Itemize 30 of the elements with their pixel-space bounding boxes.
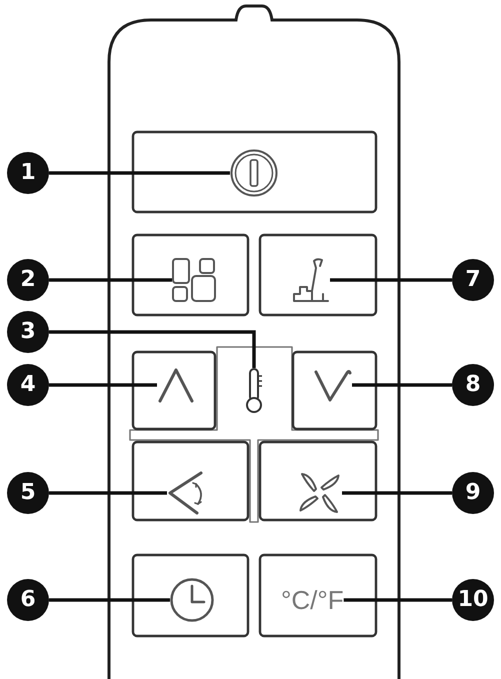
power-icon <box>230 149 278 197</box>
callout-number: 8 <box>452 364 494 406</box>
leader-line <box>49 598 170 602</box>
leader-line <box>49 383 157 387</box>
callout-number: 5 <box>7 472 49 514</box>
callout-number: 1 <box>7 152 49 194</box>
callout-number: 9 <box>452 472 494 514</box>
callout-number: 7 <box>452 259 494 301</box>
leader-line <box>342 491 452 495</box>
callout-number: 10 <box>452 579 494 621</box>
up-chevron-icon <box>157 367 195 403</box>
leader-line <box>330 278 452 282</box>
grid-icon <box>172 258 216 302</box>
angle-arrow-icon <box>167 470 205 516</box>
leader-line <box>352 383 452 387</box>
callout-number: 3 <box>7 311 49 353</box>
leader-line <box>49 278 172 282</box>
clock-icon <box>170 578 214 622</box>
callout-number: 4 <box>7 364 49 406</box>
leader-line <box>49 330 256 368</box>
leader-line <box>49 171 230 175</box>
thermometer-icon <box>245 368 263 413</box>
temperature-unit-label: °C/°F <box>281 585 344 615</box>
leader-line <box>49 491 167 495</box>
leader-line <box>344 598 452 602</box>
callout-number: 6 <box>7 579 49 621</box>
down-chevron-icon <box>313 367 352 403</box>
callout-number: 2 <box>7 259 49 301</box>
fan-icon <box>297 470 342 516</box>
lever-icon <box>292 257 330 303</box>
